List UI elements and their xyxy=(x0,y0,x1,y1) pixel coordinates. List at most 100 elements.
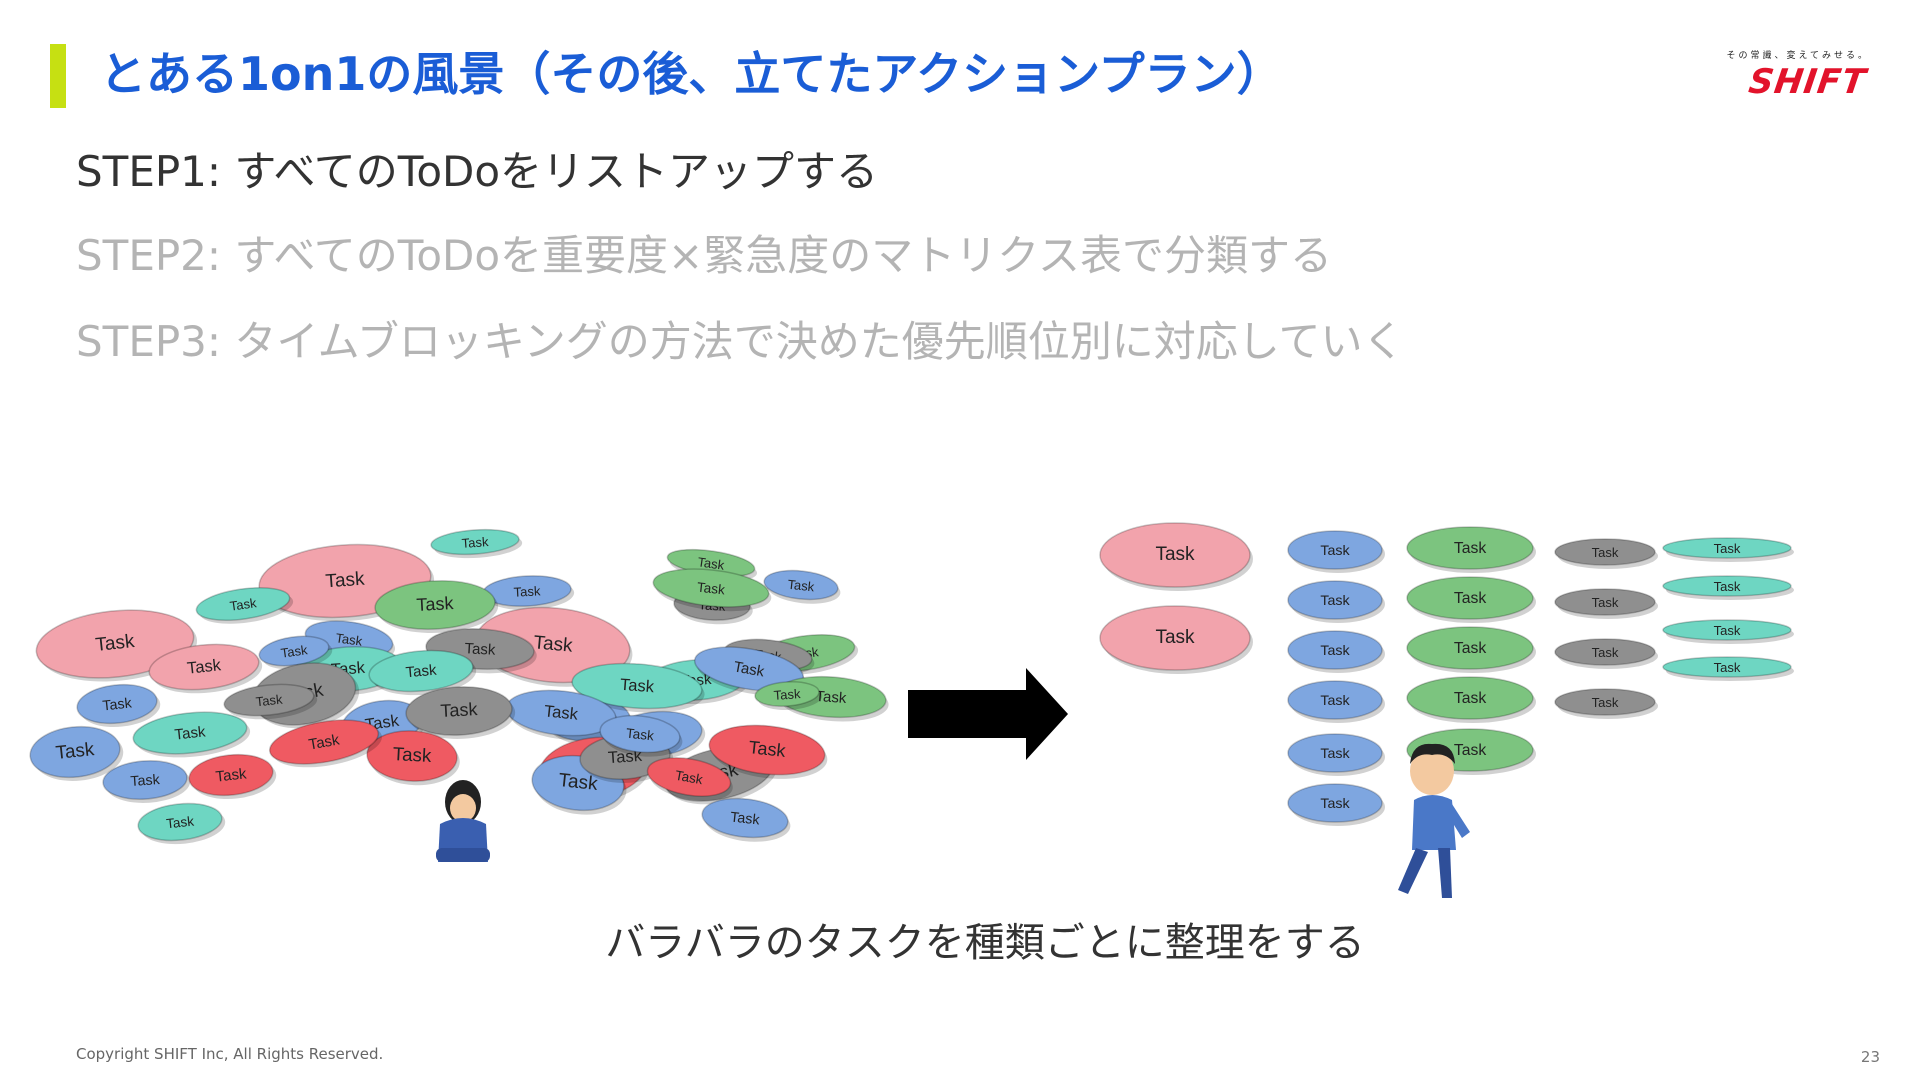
task-ellipse: Task xyxy=(571,662,705,713)
copyright-footer: Copyright SHIFT Inc, All Rights Reserved… xyxy=(76,1045,384,1063)
task-label: Task xyxy=(696,580,725,598)
task-label: Task xyxy=(461,534,489,551)
task-ellipse: Task xyxy=(701,797,791,842)
task-ellipse: Task xyxy=(366,730,460,786)
task-label: Task xyxy=(1320,643,1350,659)
task-ellipse: Task xyxy=(652,568,772,612)
task-ellipse: Task xyxy=(1287,580,1385,623)
task-ellipse: Task xyxy=(374,580,499,634)
task-ellipse: Task xyxy=(258,635,333,670)
task-label: Task xyxy=(1714,623,1741,638)
task-label: Task xyxy=(1320,746,1350,762)
step-2-label: STEP2: xyxy=(76,231,222,280)
task-label: Task xyxy=(392,743,432,766)
task-label: Task xyxy=(416,593,455,615)
task-label: Task xyxy=(1320,593,1350,609)
task-ellipse: Task xyxy=(1406,576,1536,623)
task-label: Task xyxy=(1714,660,1741,675)
task-ellipse: Task xyxy=(188,753,277,800)
task-label: Task xyxy=(255,692,284,710)
task-label: Task xyxy=(464,640,496,659)
task-label: Task xyxy=(787,577,816,595)
task-label: Task xyxy=(1454,590,1487,607)
title-accent-bar xyxy=(50,44,66,108)
task-label: Task xyxy=(307,731,341,753)
logo-wordmark: SHIFT xyxy=(1746,62,1869,102)
task-label: Task xyxy=(335,630,364,649)
task-label: Task xyxy=(1714,541,1741,556)
task-ellipse: Task xyxy=(599,714,683,757)
task-label: Task xyxy=(729,810,761,829)
arrow-right-icon xyxy=(908,668,1068,760)
step-3: STEP3: タイムブロッキングの方法で決めた優先順位別に対応していく xyxy=(76,314,1405,370)
task-label: Task xyxy=(440,699,479,721)
task-label: Task xyxy=(607,747,643,767)
task-ellipse: Task xyxy=(1099,605,1253,674)
task-label: Task xyxy=(130,772,161,790)
task-ellipse: Task xyxy=(1287,530,1385,573)
task-ellipse: Task xyxy=(195,587,294,624)
task-label: Task xyxy=(215,765,248,785)
task-label: Task xyxy=(773,686,801,703)
task-ellipse: Task xyxy=(76,683,161,728)
step-2-text: すべてのToDoを重要度×緊急度のマトリクス表で分類する xyxy=(234,231,1332,280)
task-ellipse: Task xyxy=(405,686,516,739)
step-1-label: STEP1: xyxy=(76,147,222,196)
task-label: Task xyxy=(1454,540,1487,557)
task-ellipse: Task xyxy=(1554,538,1658,569)
task-label: Task xyxy=(229,595,258,614)
task-ellipse: Task xyxy=(430,528,523,559)
task-ellipse: Task xyxy=(1554,638,1658,669)
task-ellipse: Task xyxy=(132,711,251,758)
sorted-task-grid: TaskTaskTaskTaskTaskTaskTaskTaskTaskTask… xyxy=(1099,522,1794,826)
task-ellipse: Task xyxy=(223,683,318,720)
person-walking-icon xyxy=(1398,743,1470,898)
task-ellipse: Task xyxy=(763,569,841,604)
task-label: Task xyxy=(1454,690,1487,707)
task-ellipse: Task xyxy=(148,643,263,694)
task-label: Task xyxy=(732,658,766,680)
step-3-label: STEP3: xyxy=(76,317,222,366)
task-label: Task xyxy=(94,631,136,656)
task-ellipse: Task xyxy=(1406,526,1536,573)
task-ellipse: Task xyxy=(102,760,191,803)
slide-title: とある1on1の風景（その後、立てたアクションプラン） xyxy=(100,47,1283,101)
task-ellipse: Task xyxy=(1662,537,1794,562)
task-label: Task xyxy=(1592,595,1619,610)
task-label: Task xyxy=(513,583,541,599)
task-ellipse: Task xyxy=(754,681,823,710)
task-label: Task xyxy=(625,726,654,744)
task-ellipse: Task xyxy=(708,724,828,779)
task-label: Task xyxy=(1592,645,1619,660)
task-label: Task xyxy=(674,768,704,788)
task-ellipse: Task xyxy=(137,802,226,845)
task-ellipse: Task xyxy=(1662,656,1794,681)
task-label: Task xyxy=(558,770,600,795)
task-ellipse: Task xyxy=(1406,676,1536,723)
task-ellipse: Task xyxy=(646,757,733,801)
task-label: Task xyxy=(1155,627,1195,648)
task-label: Task xyxy=(405,662,438,682)
task-label: Task xyxy=(55,738,96,763)
task-label: Task xyxy=(1320,796,1350,812)
task-ellipse: Task xyxy=(505,689,619,740)
task-label: Task xyxy=(1320,543,1350,559)
slide-caption: バラバラのタスクを種類ごとに整理をする xyxy=(605,920,1365,966)
task-ellipse: Task xyxy=(1287,783,1385,826)
task-label: Task xyxy=(280,642,309,661)
task-label: Task xyxy=(533,632,574,656)
task-ellipse: Task xyxy=(1406,626,1536,673)
task-label: Task xyxy=(1454,742,1487,759)
task-ellipse: Task xyxy=(368,649,477,696)
task-ellipse: Task xyxy=(1662,619,1794,644)
step-1-text: すべてのToDoをリストアップする xyxy=(234,147,879,196)
step-1: STEP1: すべてのToDoをリストアップする xyxy=(76,144,878,200)
task-ellipse: Task xyxy=(1287,630,1385,673)
task-label: Task xyxy=(1592,545,1619,560)
task-ellipse: Task xyxy=(1554,588,1658,619)
task-label: Task xyxy=(1155,544,1195,565)
task-label: Task xyxy=(815,688,847,707)
step-3-text: タイムブロッキングの方法で決めた優先順位別に対応していく xyxy=(234,317,1405,366)
task-label: Task xyxy=(325,569,366,593)
